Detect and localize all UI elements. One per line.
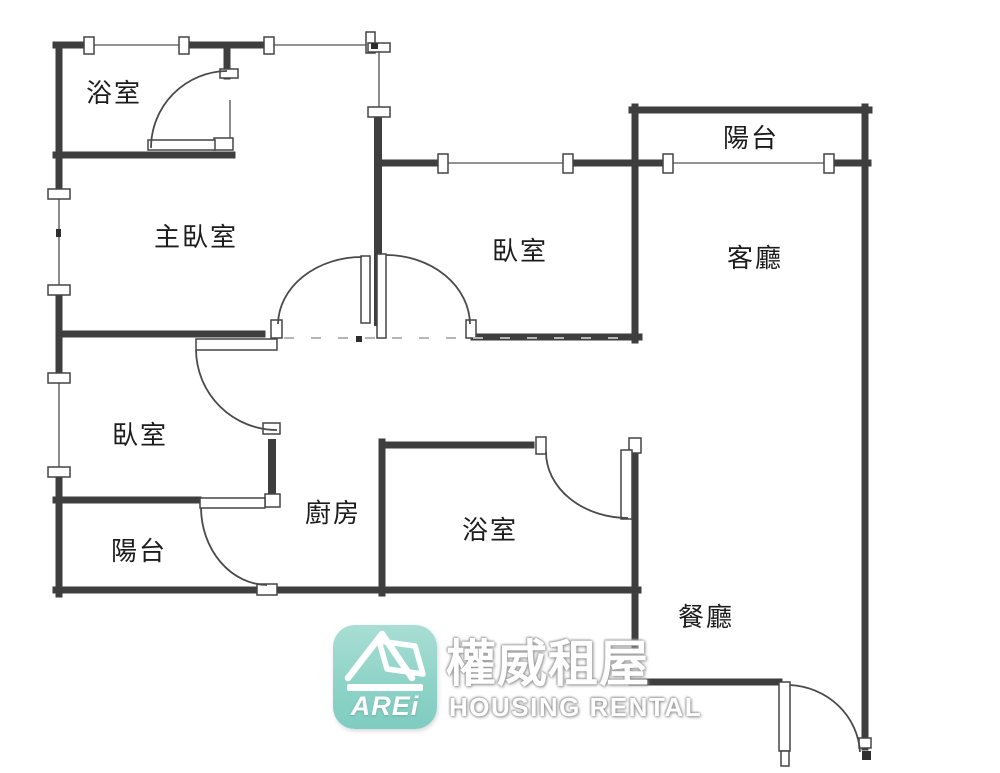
door-arc-bath2 (545, 451, 629, 519)
dot-hallway (356, 336, 362, 342)
cap-top-2 (178, 36, 190, 55)
cap-midbed-2 (562, 153, 574, 174)
stop-kitchen-door (264, 493, 281, 508)
door-leaf-kitchen (199, 497, 266, 509)
dot-left-wall (56, 229, 61, 237)
room-label-balcony-top: 陽台 (723, 124, 779, 153)
stop-hall-left (270, 319, 283, 339)
door-leaves (147, 139, 791, 767)
door-leaf-bath2 (620, 449, 633, 520)
cap-balcony-2 (823, 153, 835, 174)
cap-top-3 (263, 36, 275, 55)
cap-corner-h (367, 42, 391, 53)
cap-midbed-1 (437, 153, 449, 174)
watermark-brand-cjk: 權威租屋 (446, 636, 650, 692)
room-label-master-bedroom: 主臥室 (154, 223, 238, 252)
cap-master-right (367, 106, 391, 118)
door-leaf-bath1 (147, 139, 216, 151)
cap-left-1 (47, 188, 71, 200)
watermark-brand-en: HOUSING RENTAL (449, 692, 703, 722)
stop-kitchen-arc (256, 583, 278, 596)
door-arcs (150, 70, 861, 753)
door-leaf-entry-cap (780, 750, 790, 767)
room-label-dining-room: 餐廳 (678, 603, 734, 632)
room-label-bathroom-top: 浴室 (86, 79, 142, 108)
room-label-living-room: 客廳 (727, 244, 783, 273)
agency-logo: AREi (333, 625, 437, 729)
cap-top-1 (83, 36, 95, 55)
logo-text: AREi (350, 691, 420, 721)
cap-rightwall-end (858, 737, 872, 749)
plan-dots (56, 43, 871, 760)
house-roof-icon (344, 630, 426, 691)
door-leaf-entry (778, 681, 791, 752)
room-label-bedroom-lower: 臥室 (112, 421, 168, 450)
door-arc-bath1 (150, 70, 228, 149)
stop-bath1-leaf (213, 137, 234, 151)
door-arc-hall-right (385, 254, 471, 325)
door-arc-bed2 (195, 349, 278, 431)
cap-left-4 (47, 466, 71, 478)
stop-hall-right (465, 319, 477, 339)
room-label-bathroom-lower: 浴室 (462, 516, 518, 545)
room-label-bedroom-middle: 臥室 (492, 237, 548, 266)
door-leaf-hall-right (376, 253, 387, 339)
door-arc-hall-left (277, 256, 363, 325)
dot-corner-top (371, 43, 378, 49)
cap-balcony-1 (662, 153, 674, 174)
room-label-balcony-lower: 陽台 (111, 537, 167, 566)
stop-bath1-stub (219, 68, 239, 79)
window-caps (47, 31, 872, 749)
window-lines (58, 44, 828, 469)
stop-bath2-jamb (535, 436, 547, 455)
dot-entry (862, 751, 871, 760)
door-leaf-hall-left (360, 255, 371, 324)
cap-left-2 (47, 284, 71, 296)
door-leaf-bed2 (195, 338, 278, 351)
room-label-kitchen: 廚房 (305, 499, 361, 528)
door-arc-kitchen (200, 507, 268, 586)
room-labels: 浴室 主臥室 臥室 陽台 客廳 臥室 陽台 廚房 浴室 餐廳 (86, 79, 783, 632)
door-arc-entry (789, 684, 861, 753)
cap-left-3 (47, 372, 71, 384)
